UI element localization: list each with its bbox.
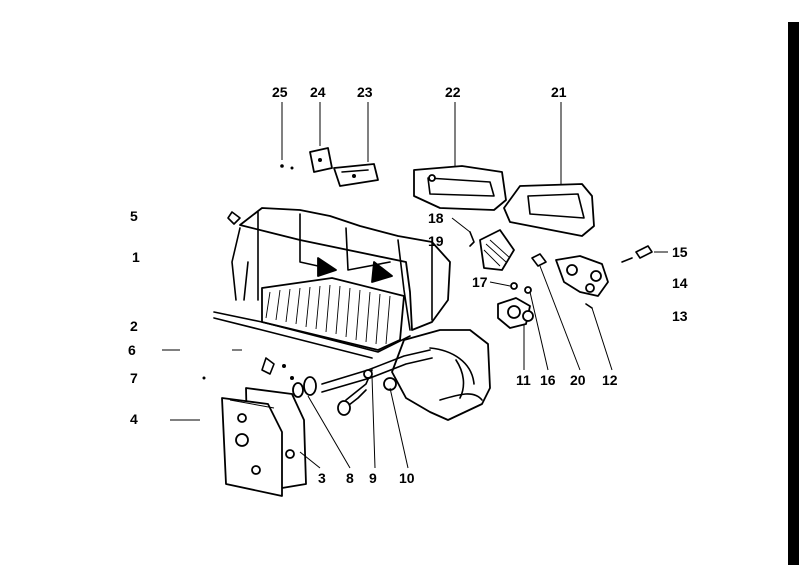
callout-11: 11 (516, 372, 531, 388)
callout-22: 22 (445, 84, 461, 100)
heater-core-radiator (213, 277, 411, 359)
callout-8: 8 (346, 470, 354, 486)
callout-13: 13 (672, 308, 688, 324)
callout-15: 15 (672, 244, 688, 260)
screw-25 (280, 164, 294, 170)
callout-labels: 1 2 3 4 5 6 7 8 9 10 11 12 13 14 15 16 1… (128, 84, 688, 486)
pipe-flange-11 (497, 297, 534, 329)
callout-2: 2 (130, 318, 138, 334)
callout-10: 10 (399, 470, 415, 486)
screws-and-clips (202, 211, 304, 398)
callout-24: 24 (310, 84, 326, 100)
callout-16: 16 (540, 372, 556, 388)
callout-21: 21 (551, 84, 567, 100)
callout-5: 5 (130, 208, 138, 224)
callout-19: 19 (428, 233, 444, 249)
callout-1: 1 (132, 249, 140, 265)
callout-4: 4 (130, 411, 138, 427)
callout-17: 17 (472, 274, 488, 290)
coolant-pipes (303, 349, 433, 416)
blower-housing-lower (391, 329, 491, 421)
callout-25: 25 (272, 84, 288, 100)
callout-9: 9 (369, 470, 377, 486)
air-flap-19 (469, 229, 515, 271)
callout-18: 18 (428, 210, 444, 226)
side-cover-plate-4 (221, 397, 283, 497)
callout-23: 23 (357, 84, 373, 100)
heater-housing-cover (231, 207, 451, 331)
switch-23 (333, 163, 379, 187)
callout-14: 14 (672, 275, 688, 291)
callout-12: 12 (602, 372, 618, 388)
connector-24 (309, 147, 333, 173)
callout-7: 7 (130, 370, 138, 386)
bracket-21 (503, 183, 595, 237)
page-edge-bar (788, 22, 799, 565)
callout-3: 3 (318, 470, 326, 486)
small-parts-16-17-20 (510, 253, 593, 309)
callout-6: 6 (128, 342, 136, 358)
leader-lines (162, 102, 668, 469)
bracket-22 (413, 165, 507, 211)
heater-valve-14 (555, 245, 653, 297)
callout-20: 20 (570, 372, 586, 388)
